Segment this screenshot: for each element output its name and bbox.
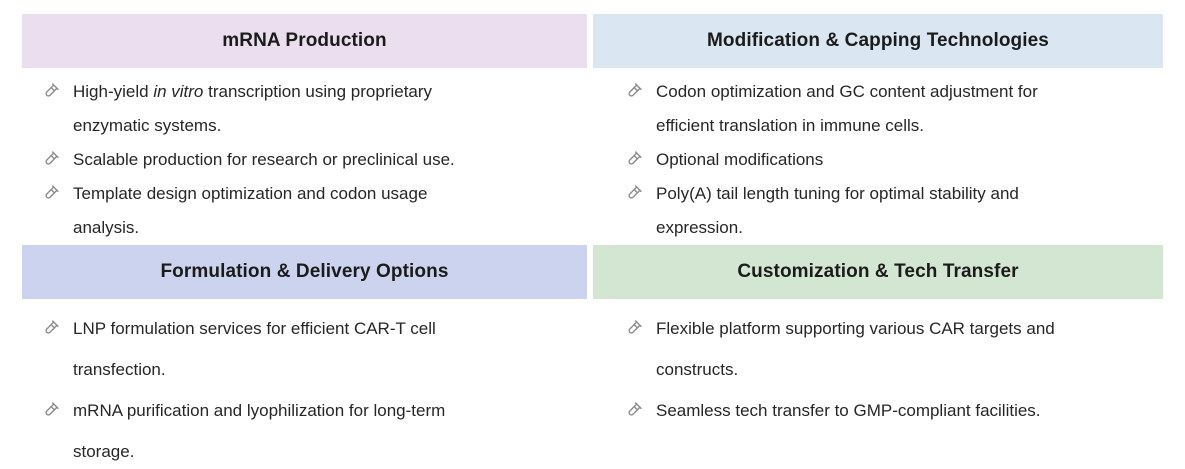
test-tube-icon [43, 320, 59, 336]
test-tube-icon [626, 320, 642, 336]
test-tube-icon [43, 83, 59, 99]
section-header-customization-tech-transfer: Customization & Tech Transfer [593, 245, 1163, 299]
list-item: Flexible platform supporting various CAR… [623, 308, 1155, 390]
test-tube-icon [626, 83, 642, 99]
services-grid: mRNA Production High-yield in vitro tran… [22, 14, 1163, 469]
bullet-list: LNP formulation services for efficient C… [22, 299, 587, 469]
bullet-list: High-yield in vitro transcription using … [22, 68, 587, 245]
test-tube-icon [43, 402, 59, 418]
section-header-formulation-delivery: Formulation & Delivery Options [22, 245, 587, 299]
bullet-text: Flexible platform supporting various CAR… [656, 319, 1055, 379]
section-header-mrna-production: mRNA Production [22, 14, 587, 68]
list-item: Seamless tech transfer to GMP-compliant … [623, 390, 1155, 431]
bullet-text: mRNA purification and lyophilization for… [73, 401, 446, 461]
bullet-text: Scalable production for research or prec… [73, 150, 455, 169]
test-tube-icon [626, 151, 642, 167]
bullet-list: Flexible platform supporting various CAR… [593, 299, 1163, 431]
bullet-text: LNP formulation services for efficient C… [73, 319, 436, 379]
list-item: Template design optimization and codon u… [40, 177, 579, 245]
list-item: Optional modifications [623, 143, 1155, 177]
test-tube-icon [626, 402, 642, 418]
bullet-text-segment: High-yield [73, 82, 154, 101]
section-customization-tech-transfer: Customization & Tech Transfer Flexible p… [593, 245, 1163, 469]
test-tube-icon [43, 185, 59, 201]
bullet-text-segment-italic: in vitro [153, 82, 204, 101]
section-title: Customization & Tech Transfer [737, 261, 1019, 282]
list-item: LNP formulation services for efficient C… [40, 308, 579, 390]
list-item: Codon optimization and GC content adjust… [623, 75, 1155, 143]
list-item: mRNA purification and lyophilization for… [40, 390, 579, 469]
section-title: Formulation & Delivery Options [160, 261, 449, 282]
section-title: mRNA Production [222, 30, 387, 51]
section-title: Modification & Capping Technologies [707, 30, 1049, 51]
bullet-text: Seamless tech transfer to GMP-compliant … [656, 401, 1041, 420]
bullet-text: Poly(A) tail length tuning for optimal s… [656, 184, 1019, 237]
section-header-modification-capping: Modification & Capping Technologies [593, 14, 1163, 68]
list-item: Poly(A) tail length tuning for optimal s… [623, 177, 1155, 245]
bullet-text: Optional modifications [656, 150, 824, 169]
list-item: Scalable production for research or prec… [40, 143, 579, 177]
bullet-text: Template design optimization and codon u… [73, 184, 428, 237]
bullet-text-segment: transcription using proprietary enzymati… [73, 82, 433, 135]
bullet-list: Codon optimization and GC content adjust… [593, 68, 1163, 245]
bullet-text: High-yield in vitro transcription using … [73, 75, 432, 143]
section-modification-capping: Modification & Capping Technologies Codo… [593, 14, 1163, 245]
test-tube-icon [626, 185, 642, 201]
bullet-text: Codon optimization and GC content adjust… [656, 82, 1038, 135]
section-mrna-production: mRNA Production High-yield in vitro tran… [22, 14, 587, 245]
section-formulation-delivery: Formulation & Delivery Options LNP formu… [22, 245, 587, 469]
list-item: High-yield in vitro transcription using … [40, 75, 579, 143]
test-tube-icon [43, 151, 59, 167]
